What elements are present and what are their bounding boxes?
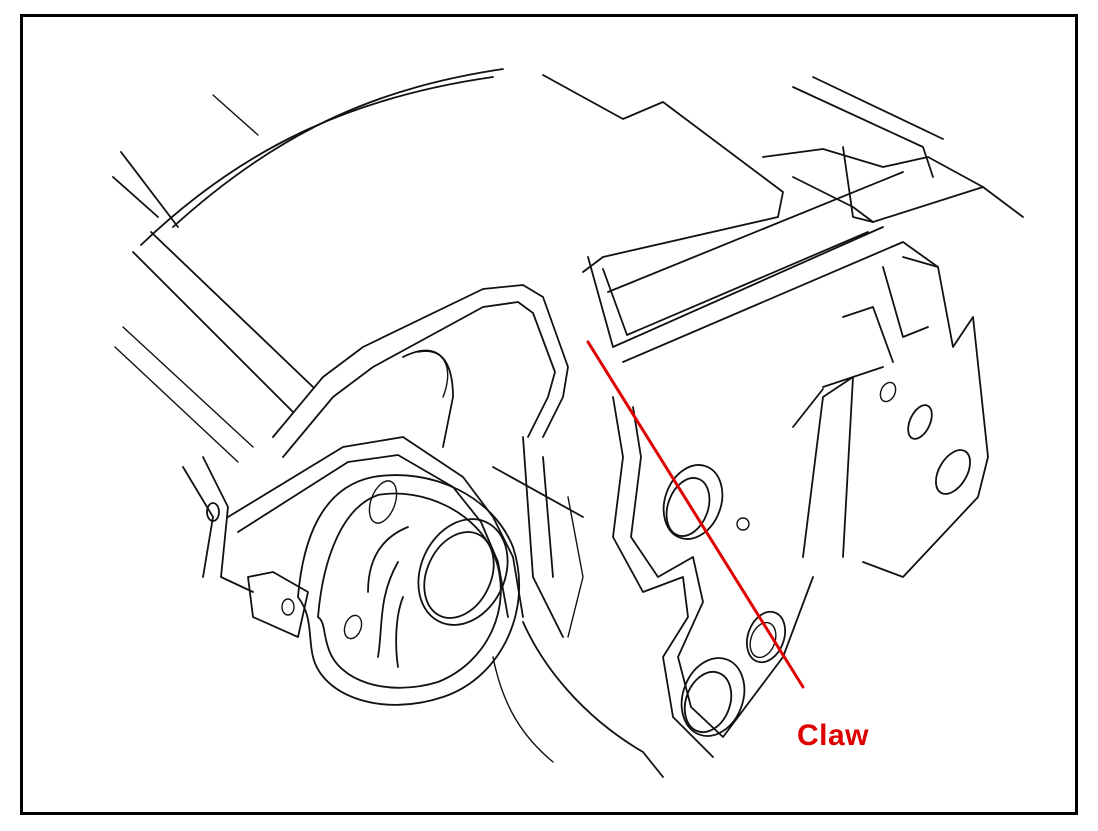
- housing-outline: [112, 68, 1024, 778]
- diagram-frame: Claw: [20, 14, 1078, 815]
- callout-leader-line: [586, 340, 805, 689]
- claw-callout-label: Claw: [797, 719, 870, 752]
- mechanical-line-drawing: [112, 68, 1024, 778]
